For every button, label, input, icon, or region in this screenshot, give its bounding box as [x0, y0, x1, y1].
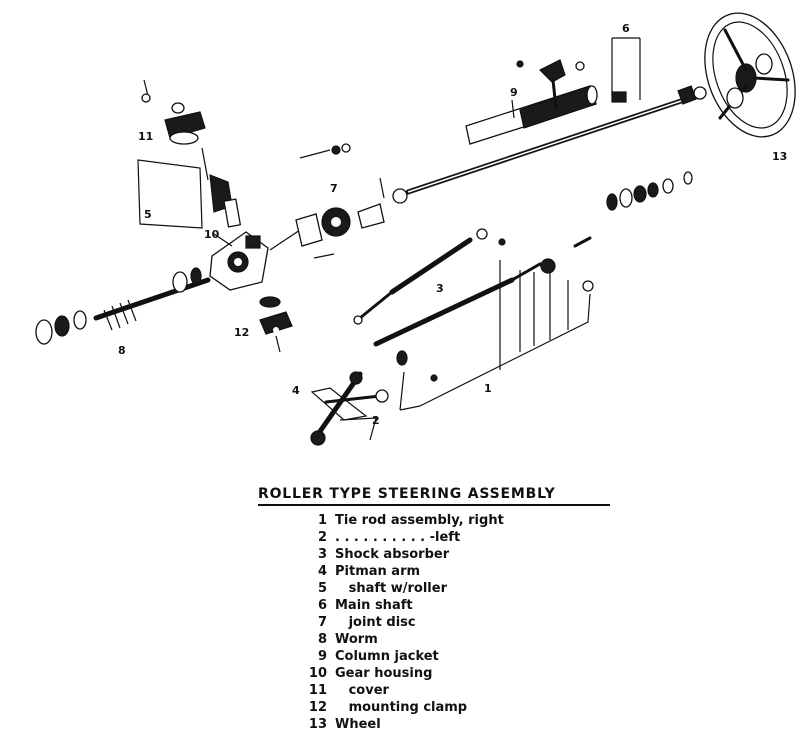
callout-12: 12	[234, 326, 249, 339]
callout-1: 1	[484, 382, 492, 395]
callout-2: 2	[372, 414, 380, 427]
legend-item: 2 . . . . . . . . . . -left	[308, 529, 608, 546]
legend-number: 10	[308, 666, 327, 681]
legend-number: 12	[308, 700, 327, 715]
callout-3: 3	[436, 282, 444, 295]
joint-disc	[295, 143, 385, 259]
legend-label: mounting clamp	[335, 700, 468, 715]
legend-label: Worm	[335, 632, 378, 647]
legend-label: Gear housing	[335, 666, 433, 681]
legend-item: 13 Wheel	[308, 716, 608, 733]
legend-label: joint disc	[335, 615, 416, 630]
legend-item: 10 Gear housing	[308, 665, 608, 682]
column-jacket	[465, 59, 598, 145]
legend-label: Tie rod assembly, right	[335, 513, 504, 528]
legend-number: 13	[308, 717, 327, 732]
legend-item: 6 Main shaft	[308, 597, 608, 614]
legend-item: 8 Worm	[308, 631, 608, 648]
tie-rod-left	[310, 350, 438, 446]
legend-item: 4 Pitman arm	[308, 563, 608, 580]
callout-7: 7	[330, 182, 338, 195]
callout-9: 9	[510, 86, 518, 99]
callout-5: 5	[144, 208, 152, 221]
legend-item: 5 shaft w/roller	[308, 580, 608, 597]
callout-6: 6	[622, 22, 630, 35]
legend: ROLLER TYPE STEERING ASSEMBLY 1 Tie rod a…	[258, 486, 618, 732]
legend-number: 3	[317, 547, 327, 562]
shock-absorber	[353, 228, 506, 325]
legend-number: 1	[317, 513, 327, 528]
legend-list: 1 Tie rod assembly, right 2 . . . . . . . .…	[308, 512, 608, 733]
legend-item: 7 joint disc	[308, 614, 608, 631]
legend-label: . . . . . . . . . . -left	[335, 530, 461, 545]
bearing-parts	[606, 171, 693, 211]
callout-8: 8	[118, 344, 126, 357]
legend-label: Wheel	[335, 717, 381, 732]
main-shaft	[392, 37, 707, 204]
callout-13: 13	[772, 150, 787, 163]
legend-label: shaft w/roller	[335, 581, 447, 596]
tie-rod-right	[373, 236, 594, 411]
legend-label: cover	[335, 683, 389, 698]
legend-item: 12 mounting clamp	[308, 699, 608, 716]
legend-number: 5	[317, 581, 327, 596]
diagram-title: ROLLER TYPE STEERING ASSEMBLY	[258, 486, 610, 506]
legend-number: 9	[317, 649, 327, 664]
legend-number: 7	[317, 615, 327, 630]
legend-number: 2	[317, 530, 327, 545]
legend-label: Shock absorber	[335, 547, 450, 562]
steering-wheel	[704, 12, 796, 138]
legend-number: 6	[317, 598, 327, 613]
callout-10: 10	[204, 228, 220, 241]
callout-4: 4	[292, 384, 300, 397]
legend-label: Main shaft	[335, 598, 413, 613]
steering-assembly-drawing: 1 2 3 4 5 6 7 8 9 10 11 12 13	[35, 12, 796, 446]
legend-item: 9 Column jacket	[308, 648, 608, 665]
legend-number: 11	[308, 683, 327, 698]
gear-housing	[209, 229, 301, 291]
legend-item: 3 Shock absorber	[308, 546, 608, 563]
worm-shaft	[35, 267, 211, 345]
pitman-shaft-assembly	[137, 79, 242, 229]
legend-number: 8	[317, 632, 327, 647]
callout-11: 11	[138, 130, 153, 143]
legend-item: 11 cover	[308, 682, 608, 699]
legend-label: Column jacket	[335, 649, 439, 664]
legend-label: Pitman arm	[335, 564, 421, 579]
legend-number: 4	[317, 564, 327, 579]
mounting-clamp	[259, 296, 293, 353]
legend-item: 1 Tie rod assembly, right	[308, 512, 608, 529]
